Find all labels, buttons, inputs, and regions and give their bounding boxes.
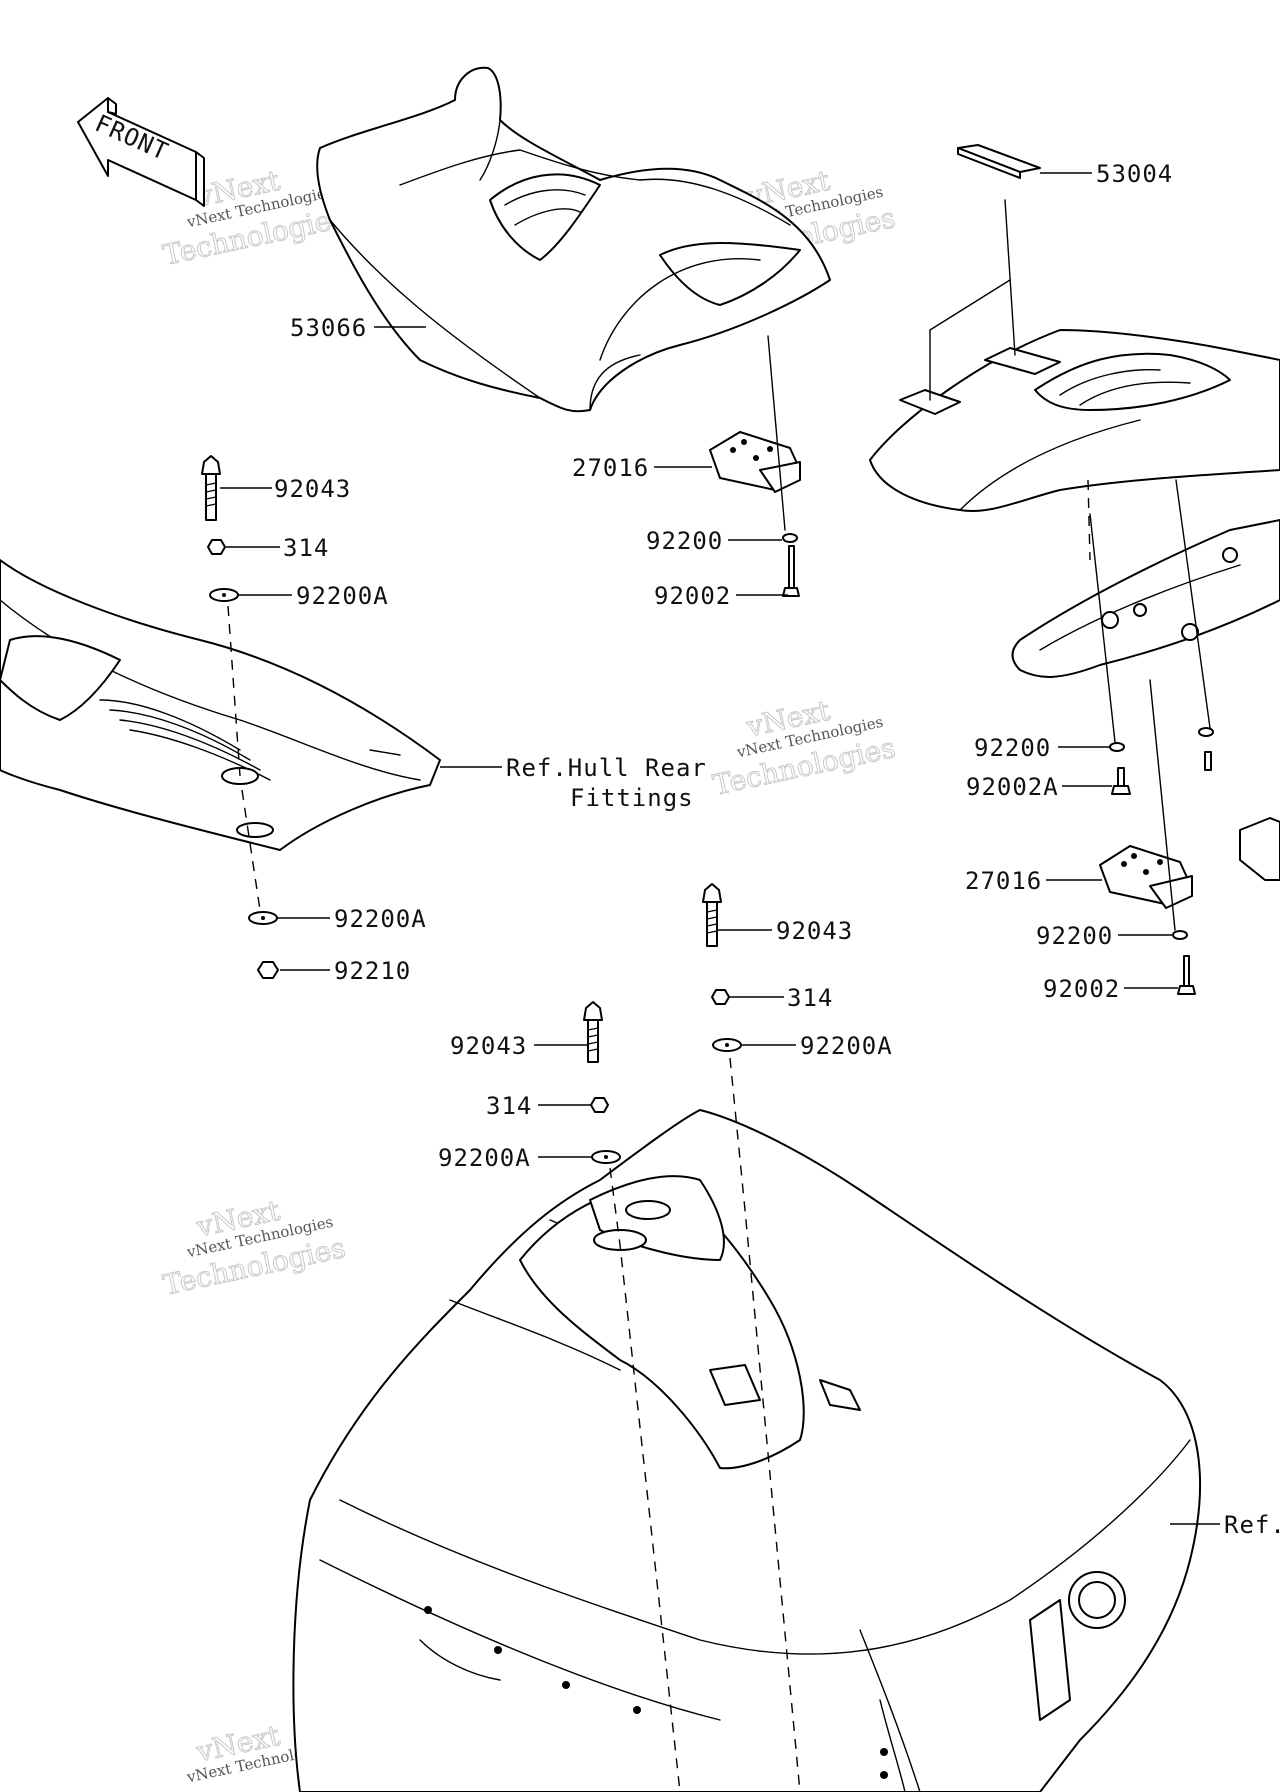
watermark-mid-center: vNext vNext Technologies Technologies — [710, 693, 899, 802]
callout-92200A-low-left: 92200A — [277, 905, 427, 933]
nut-icon — [590, 1097, 609, 1113]
callout-92200-right: 92200 — [974, 734, 1110, 762]
callout-92200A-mid: 92200A — [438, 1144, 592, 1172]
seat-base-right — [1011, 519, 1280, 678]
part-number-label: 92200A — [296, 582, 389, 610]
plate-27016-far-right — [1239, 817, 1280, 881]
part-number-label: 314 — [787, 984, 833, 1012]
callout-92043-center: 92043 — [717, 917, 853, 945]
callout-314-center: 314 — [729, 984, 833, 1012]
part-number-label: 92210 — [334, 957, 411, 985]
part-number-label: 53066 — [290, 314, 367, 342]
plate-27016-top — [709, 431, 801, 493]
bolt-icon — [1204, 751, 1212, 771]
callout-92002-top: 92002 — [654, 582, 788, 610]
bolt-icon — [1177, 955, 1196, 995]
callout-92200A-left: 92200A — [238, 582, 389, 610]
callout-92002A-right: 92002A — [966, 773, 1112, 801]
stud-bolt-icon — [201, 455, 221, 521]
part-number-label: 92200A — [438, 1144, 531, 1172]
part-number-label: 92043 — [776, 917, 853, 945]
plate-27016-right — [1099, 845, 1193, 909]
nut-icon — [711, 989, 730, 1005]
rear-seat-part — [869, 329, 1280, 512]
callout-92210: 92210 — [280, 957, 411, 985]
part-number-label: 92043 — [450, 1032, 527, 1060]
hull-body-part — [292, 1109, 1201, 1792]
callout-92200-right-low: 92200 — [1036, 922, 1172, 950]
callout-27016-top: 27016 — [572, 454, 712, 482]
reference-label: Ref.Hull Rear — [506, 754, 707, 782]
callout-ref-right: Ref. — [1170, 1511, 1280, 1539]
reference-label: Fittings — [570, 784, 694, 812]
part-number-label: 92200 — [1036, 922, 1113, 950]
callout-ref-hull-rear-fittings: Ref.Hull Rear Fittings — [440, 754, 707, 812]
callout-314-mid: 314 — [486, 1092, 591, 1120]
bolt-icon — [1111, 767, 1131, 795]
front-arrow-icon: FRONT — [77, 97, 205, 207]
washer-icon — [1109, 742, 1125, 752]
callout-92002-right-low: 92002 — [1043, 975, 1178, 1003]
part-number-label: 92200 — [974, 734, 1051, 762]
nut-icon — [257, 961, 279, 979]
washer-icon — [1172, 930, 1188, 940]
part-number-label: 27016 — [965, 867, 1042, 895]
washer-icon — [1198, 727, 1214, 737]
part-number-label: 92002 — [1043, 975, 1120, 1003]
bolt-icon — [782, 545, 800, 597]
washer-icon — [782, 533, 798, 543]
hull-rear-fittings-part — [0, 559, 441, 851]
part-number-label: 27016 — [572, 454, 649, 482]
reference-label: Ref. — [1224, 1511, 1280, 1539]
callout-53004: 53004 — [1040, 160, 1173, 188]
drain-fitting-icon — [1068, 1571, 1126, 1629]
watermark-low-left: vNext vNext Technologies Technologies — [160, 1193, 349, 1302]
part-number-label: 314 — [283, 534, 329, 562]
part-number-label: 92200A — [800, 1032, 893, 1060]
part-number-label: 92200A — [334, 905, 427, 933]
callout-92043-mid: 92043 — [450, 1032, 588, 1060]
part-number-label: 92200 — [646, 527, 723, 555]
callout-314-left: 314 — [226, 534, 329, 562]
part-number-label: 314 — [486, 1092, 532, 1120]
part-number-label: 92043 — [274, 475, 351, 503]
callout-53066: 53066 — [290, 314, 426, 342]
callout-92200A-center: 92200A — [741, 1032, 893, 1060]
nut-icon — [207, 539, 226, 555]
part-number-label: 92002A — [966, 773, 1059, 801]
part-number-label: 53004 — [1096, 160, 1173, 188]
stud-bolt-icon — [583, 1001, 603, 1063]
seat-part — [316, 66, 831, 413]
callout-92200-top: 92200 — [646, 527, 782, 555]
seat-label-plate — [957, 144, 1041, 179]
stud-bolt-icon — [702, 883, 722, 947]
part-number-label: 92002 — [654, 582, 731, 610]
callout-92043-left: 92043 — [220, 475, 351, 503]
callout-27016-right: 27016 — [965, 867, 1102, 895]
